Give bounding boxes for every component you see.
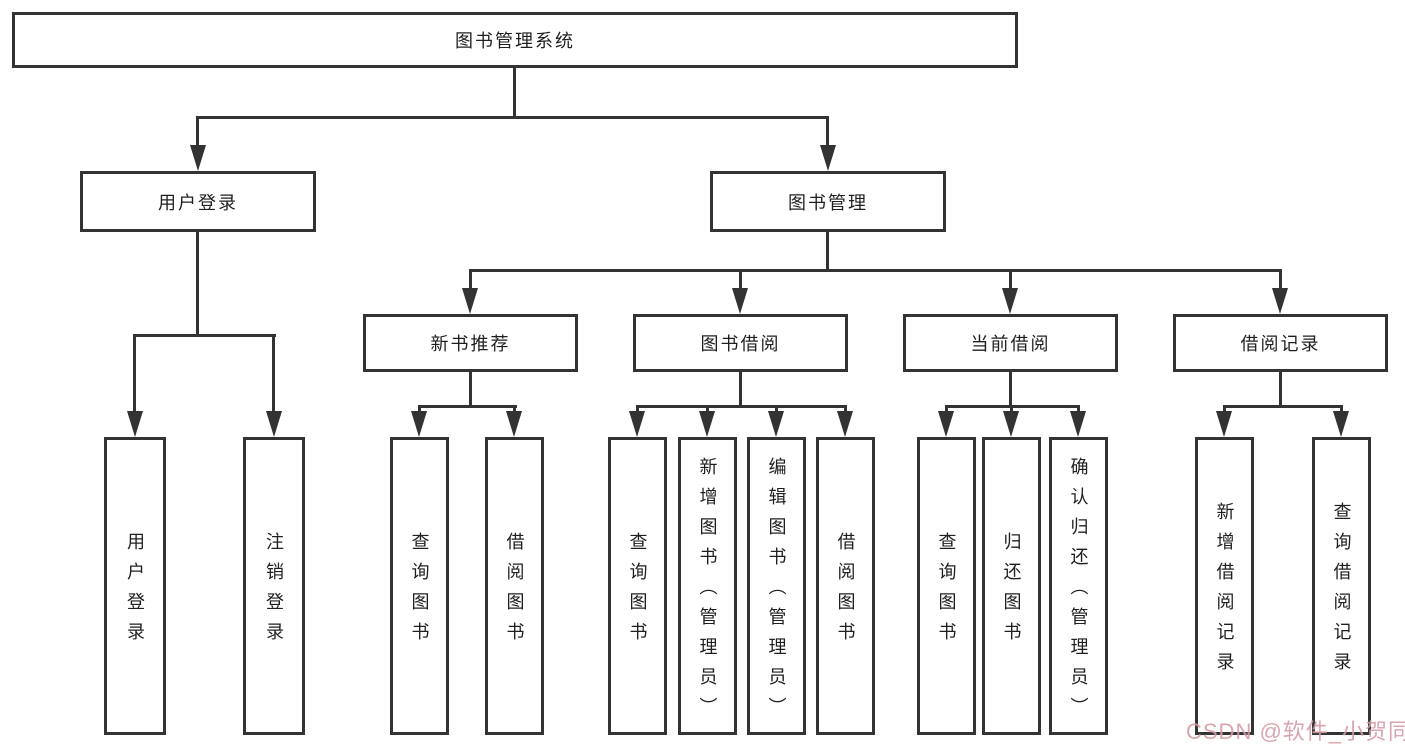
- arrow-down-icon: [190, 145, 206, 171]
- connector-line: [1010, 405, 1013, 413]
- leaf-borrow-books: 借阅图书: [816, 437, 875, 735]
- connector-line: [826, 116, 829, 148]
- csdn-watermark: CSDN @软件_小贺同学: [1186, 719, 1405, 744]
- node-label: 图书管理: [788, 192, 868, 213]
- connector-line: [469, 372, 472, 408]
- leaf-label: 注销登录: [264, 532, 284, 652]
- connector-line: [1223, 405, 1226, 413]
- arrow-down-icon: [732, 288, 748, 314]
- connector-line: [513, 67, 516, 119]
- connector-line: [1279, 372, 1282, 408]
- node-label: 新书推荐: [430, 334, 511, 354]
- arrow-down-icon: [1002, 288, 1018, 314]
- arrow-down-icon: [1272, 288, 1288, 314]
- connector-line: [418, 405, 517, 408]
- connector-line: [636, 405, 847, 408]
- leaf-label: 确认归还（管理员）: [1068, 457, 1089, 727]
- leaf-query-books: 查询图书: [390, 437, 449, 735]
- connector-line: [739, 269, 742, 291]
- connector-line: [469, 269, 1282, 272]
- leaf-add-books-admin: 新增图书（管理员）: [678, 437, 737, 735]
- connector-line: [196, 232, 199, 337]
- leaf-label: 查询图书: [936, 532, 957, 652]
- leaf-confirm-return-admin: 确认归还（管理员）: [1049, 437, 1108, 735]
- arrow-down-icon: [506, 411, 522, 437]
- connector-line: [469, 269, 472, 291]
- connector-line: [1223, 405, 1343, 408]
- leaf-logout: 注销登录: [243, 437, 305, 735]
- arrow-down-icon: [1070, 411, 1086, 437]
- connector-line: [1340, 405, 1343, 413]
- arrow-down-icon: [266, 411, 282, 437]
- leaf-query-borrow-record: 查询借阅记录: [1312, 437, 1371, 735]
- connector-line: [1009, 372, 1012, 408]
- connector-line: [706, 405, 709, 413]
- connector-line: [133, 334, 136, 413]
- leaf-add-borrow-record: 新增借阅记录: [1195, 437, 1254, 735]
- connector-line: [1077, 405, 1080, 413]
- node-borrow-record: 借阅记录: [1173, 314, 1388, 372]
- leaf-user-login: 用户登录: [104, 437, 166, 735]
- arrow-down-icon: [127, 411, 143, 437]
- arrow-down-icon: [411, 411, 427, 437]
- leaf-label: 查询借阅记录: [1331, 502, 1352, 682]
- leaf-query-books: 查询图书: [608, 437, 667, 735]
- connector-line: [513, 405, 516, 413]
- leaf-label: 查询图书: [627, 532, 648, 652]
- node-new-book-recommend: 新书推荐: [363, 314, 578, 372]
- leaf-label: 编辑图书（管理员）: [766, 457, 787, 727]
- node-current-borrow: 当前借阅: [903, 314, 1118, 372]
- connector-line: [844, 405, 847, 413]
- leaf-return-books: 归还图书: [982, 437, 1041, 735]
- node-label: 图书管理系统: [455, 31, 575, 51]
- connector-line: [133, 334, 276, 337]
- connector-line: [1279, 269, 1282, 291]
- arrow-down-icon: [462, 288, 478, 314]
- node-label: 借阅记录: [1240, 334, 1321, 354]
- arrow-down-icon: [768, 411, 784, 437]
- arrow-down-icon: [1216, 411, 1232, 437]
- node-book-management: 图书管理: [710, 171, 946, 232]
- connector-line: [272, 334, 275, 413]
- connector-line: [826, 232, 829, 272]
- arrow-down-icon: [1003, 411, 1019, 437]
- connector-line: [739, 372, 742, 408]
- node-label: 图书借阅: [700, 334, 781, 354]
- leaf-query-books: 查询图书: [917, 437, 976, 735]
- leaf-label: 归还图书: [1001, 532, 1022, 652]
- connector-line: [196, 116, 829, 119]
- leaf-edit-books-admin: 编辑图书（管理员）: [747, 437, 806, 735]
- arrow-down-icon: [938, 411, 954, 437]
- arrow-down-icon: [629, 411, 645, 437]
- arrow-down-icon: [699, 411, 715, 437]
- node-label: 当前借阅: [970, 334, 1051, 354]
- node-label: 用户登录: [158, 192, 238, 213]
- arrow-down-icon: [837, 411, 853, 437]
- leaf-label: 新增图书（管理员）: [697, 457, 718, 727]
- connector-line: [1009, 269, 1012, 291]
- leaf-label: 新增借阅记录: [1214, 502, 1235, 682]
- connector-line: [418, 405, 421, 413]
- leaf-borrow-books: 借阅图书: [485, 437, 544, 735]
- leaf-label: 借阅图书: [835, 532, 856, 652]
- leaf-label: 查询图书: [409, 532, 430, 652]
- node-book-borrow: 图书借阅: [633, 314, 848, 372]
- connector-line: [636, 405, 639, 413]
- connector-line: [196, 116, 199, 148]
- arrow-down-icon: [820, 145, 836, 171]
- connector-line: [775, 405, 778, 413]
- node-library-management-system: 图书管理系统: [12, 12, 1018, 68]
- connector-line: [945, 405, 948, 413]
- arrow-down-icon: [1333, 411, 1349, 437]
- leaf-label: 用户登录: [125, 532, 145, 652]
- node-user-login: 用户登录: [80, 171, 316, 232]
- leaf-label: 借阅图书: [504, 532, 525, 652]
